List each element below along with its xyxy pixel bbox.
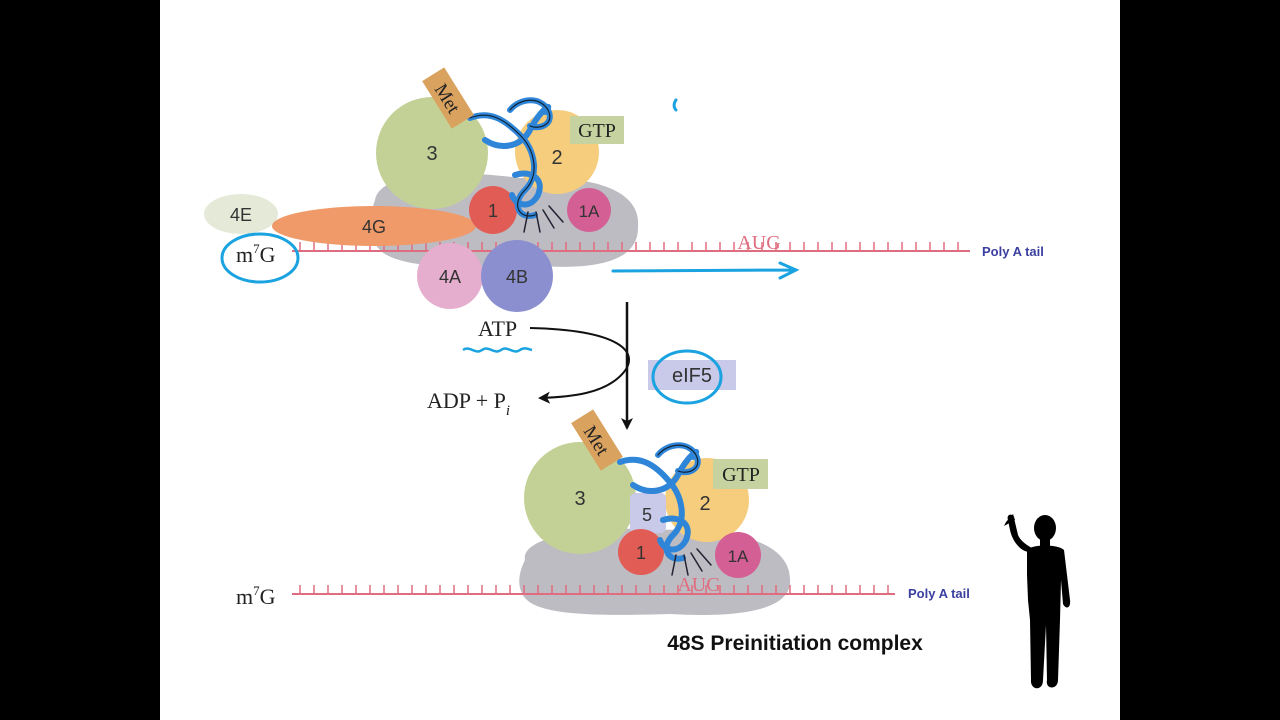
bottom-eif3: [524, 442, 636, 554]
bottom-eif1-label: 1: [636, 543, 646, 563]
top-eif1-label: 1: [488, 201, 498, 221]
top-eif4a-label: 4A: [439, 267, 461, 287]
top-trna-icon: [467, 97, 564, 233]
top-gtp-box: [570, 116, 624, 144]
top-start-codon: AUG: [737, 232, 780, 254]
person-silhouette-icon: [1004, 514, 1071, 689]
top-eif2-label: 2: [551, 147, 562, 169]
top-eif4g: [272, 206, 476, 246]
atp-label: ATP: [478, 316, 517, 341]
complex-caption: 48S Preinitiation complex: [667, 632, 923, 655]
eif5-label: eIF5: [672, 365, 712, 387]
bottom-poly-a-label: Poly A tail: [908, 586, 970, 601]
bottom-eif3-label: 3: [574, 488, 585, 510]
top-eif4a: [417, 243, 483, 309]
cap-annotation-circle: [220, 232, 300, 284]
bottom-trna-icon: [617, 442, 712, 576]
top-poly-a-label: Poly A tail: [982, 244, 1044, 259]
atp-underline-annotation: [462, 347, 533, 353]
bottom-eif1a-label: 1A: [728, 547, 749, 566]
top-eif1a: [567, 188, 611, 232]
bottom-complex: 3 2 GTP 5 1 1A Met m7G AUG: [236, 409, 970, 655]
bottom-gtp-box: [713, 459, 768, 489]
top-eif4b-label: 4B: [506, 267, 528, 287]
bottom-start-codon: AUG: [677, 574, 720, 596]
bottom-gtp-label: GTP: [722, 464, 760, 486]
top-eif1a-label: 1A: [579, 202, 600, 221]
atp-hydrolysis-arrow: [529, 327, 630, 404]
bottom-eif5: [630, 493, 666, 533]
stray-annotation-mark: [672, 98, 678, 112]
bottom-eif1: [618, 529, 664, 575]
top-eif4g-label: 4G: [362, 217, 386, 237]
top-eif4e: [204, 194, 278, 234]
bottom-eif2-label: 2: [699, 493, 710, 515]
bottom-mrna: [292, 585, 895, 595]
bottom-eif5-label: 5: [642, 505, 652, 525]
bottom-eif1a: [715, 532, 761, 578]
bottom-cap-label: m7G: [236, 583, 276, 609]
top-cap-label: m7G: [236, 241, 276, 267]
scanning-annotation-arrow: [611, 261, 800, 280]
top-eif4e-label: 4E: [230, 205, 252, 225]
top-eif4b: [481, 240, 553, 312]
bottom-mrna-ticks: [299, 585, 889, 594]
top-eif1: [469, 186, 517, 234]
top-eif3-label: 3: [426, 143, 437, 165]
top-eif3: [376, 97, 488, 209]
eif5-annotation-circle: [651, 349, 723, 405]
top-gtp-label: GTP: [578, 120, 616, 142]
reaction-step: ATP ADP + Pi eIF5: [427, 302, 736, 430]
products-label: ADP + Pi: [427, 388, 510, 419]
top-complex: 4E 4G 3 2 GTP 1 1A 4A 4B: [204, 67, 1044, 312]
